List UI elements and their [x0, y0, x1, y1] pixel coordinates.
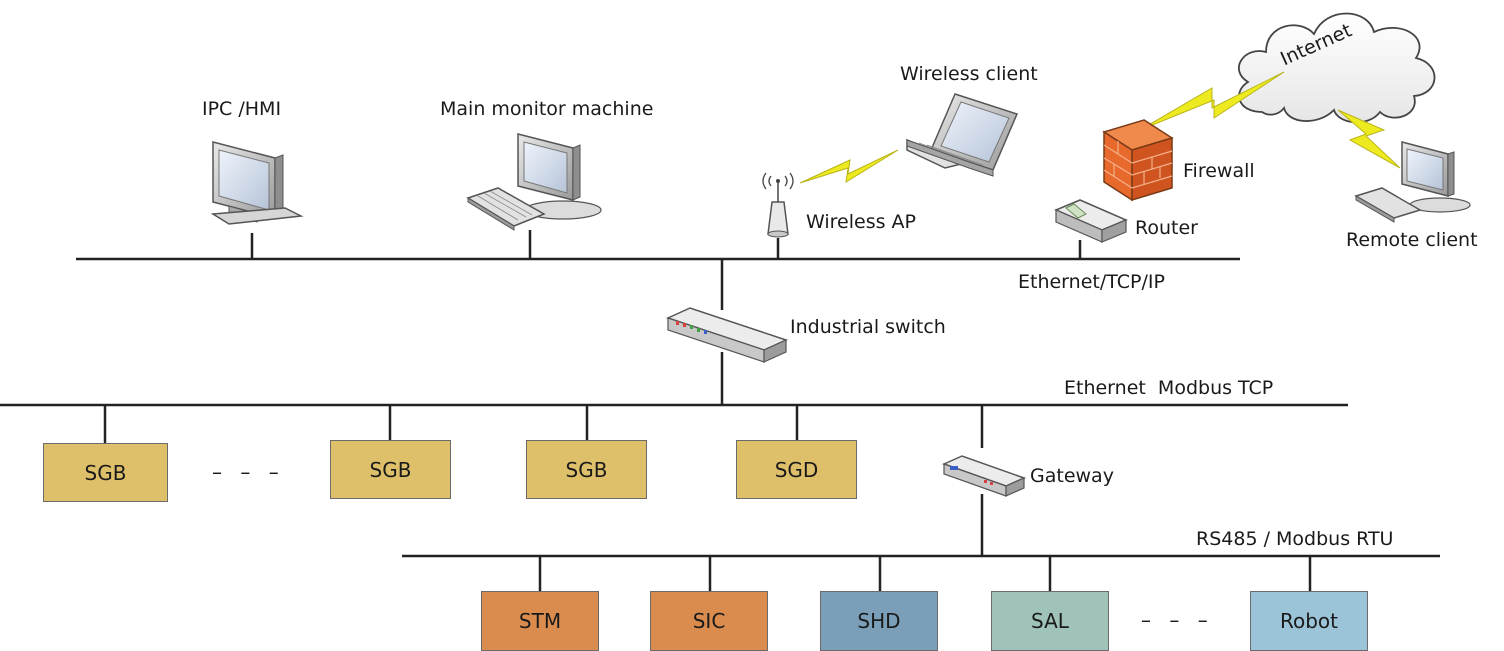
rtu-ellipsis: – – – [1141, 608, 1214, 632]
sic-device-box: SIC [650, 591, 768, 651]
shd-device-box: SHD [820, 591, 938, 651]
ipc-hmi-monitor-icon [210, 141, 304, 225]
laptop-icon [906, 93, 1019, 177]
ethernet-modbus-label: Ethernet Modbus TCP [1064, 377, 1274, 399]
robot-device-box: Robot [1250, 591, 1368, 651]
stm-device-box: STM [481, 591, 599, 651]
sal-device-box: SAL [991, 591, 1109, 651]
remote-client-computer-icon [1354, 141, 1471, 223]
rs485-bus [402, 554, 1440, 591]
ipc-hmi-label: IPC /HMI [202, 98, 282, 120]
internet-cloud-icon [1237, 12, 1436, 124]
main-monitor-label: Main monitor machine [440, 98, 654, 120]
firewall-icon [1102, 119, 1174, 202]
gateway-label: Gateway [1030, 465, 1114, 487]
wireless-ap-label: Wireless AP [806, 211, 916, 233]
ethernet-tcpip-bus [76, 230, 1240, 405]
gateway-icon [941, 455, 1027, 497]
firewall-label: Firewall [1183, 160, 1255, 182]
wireless-ap-icon [762, 172, 794, 238]
ethernet-tcpip-label: Ethernet/TCP/IP [1018, 271, 1165, 293]
router-label: Router [1135, 217, 1198, 239]
sgd-device-box: SGD [736, 440, 857, 499]
sgb-device-box: SGB [526, 440, 647, 499]
sgb-ellipsis: – – – [212, 460, 285, 484]
rs485-label: RS485 / Modbus RTU [1196, 528, 1394, 550]
internet-link-lightning-icon [1139, 71, 1285, 131]
remote-link-lightning-icon [1337, 109, 1401, 169]
sgb-device-box: SGB [43, 443, 168, 502]
industrial-switch-icon [665, 307, 789, 363]
router-icon [1054, 199, 1128, 243]
modbus-tcp-bus [0, 403, 1348, 556]
wireless-client-label: Wireless client [900, 63, 1038, 85]
main-monitor-computer-icon [466, 133, 602, 231]
industrial-switch-label: Industrial switch [790, 316, 946, 338]
sgb-device-box: SGB [330, 440, 451, 499]
remote-client-label: Remote client [1346, 229, 1478, 251]
wireless-link-lightning-icon [799, 149, 899, 184]
